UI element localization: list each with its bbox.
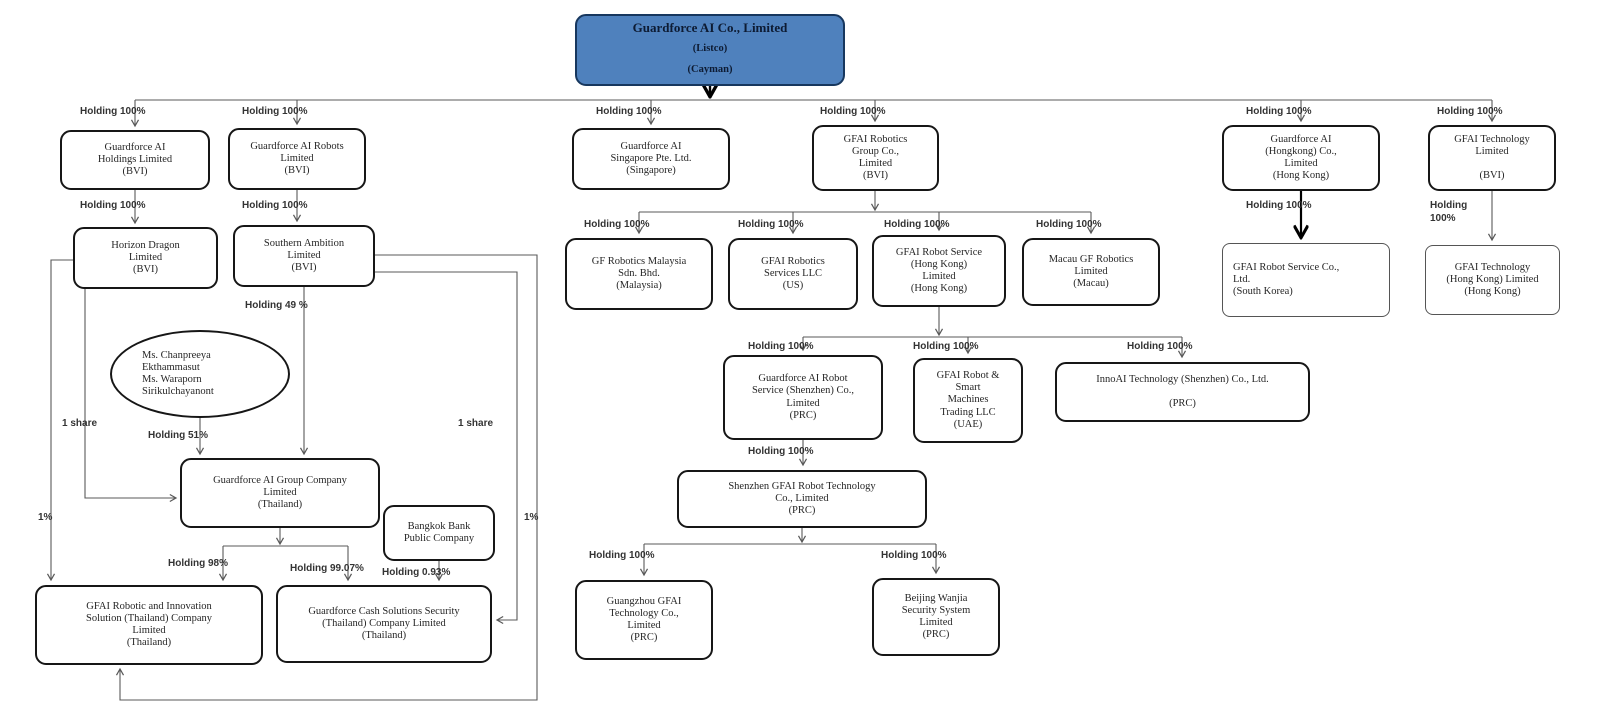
edge-label-holding: Holding 100% (1246, 200, 1312, 211)
node-label: Beijing Wanjia Security System Limited (… (901, 592, 971, 641)
node-guardforce-ai-hongkong: Guardforce AI (Hongkong) Co., Limited (H… (1222, 125, 1380, 191)
edge-label-holding: Holding 100% (1246, 106, 1312, 117)
node-label: Macau GF Robotics Limited (Macau) (1048, 253, 1134, 290)
edge-label-holding: Holding 100% (748, 341, 814, 352)
node-label: Guardforce AI Singapore Pte. Ltd. (Singa… (610, 140, 692, 177)
node-beijing-wanjia-security: Beijing Wanjia Security System Limited (… (872, 578, 1000, 656)
node-label: Guardforce AI Robot Service (Shenzhen) C… (751, 373, 855, 421)
node-bangkok-bank: Bangkok Bank Public Company (383, 505, 495, 561)
node-guardforce-ai-robot-service-shenzhen: Guardforce AI Robot Service (Shenzhen) C… (723, 355, 883, 440)
node-listco: Guardforce AI Co., Limited (Listco) (Cay… (575, 14, 845, 86)
edge-label-holding: Holding 100% (738, 219, 804, 230)
edge-label-holding: Holding 100% (884, 219, 950, 230)
node-label: Guardforce Cash Solutions Security (Thai… (308, 605, 460, 642)
node-gf-robotics-malaysia: GF Robotics Malaysia Sdn. Bhd. (Malaysia… (565, 238, 713, 310)
node-label: Ms. Chanpreeya Ekthammasut Ms. Waraporn … (142, 349, 214, 398)
node-label: GFAI Robotics Group Co., Limited (BVI) (843, 133, 908, 182)
edge-label-share: 1 share (62, 418, 98, 429)
listco-name: Guardforce AI Co., Limited (632, 20, 788, 36)
node-horizon-dragon: Horizon Dragon Limited (BVI) (73, 227, 218, 289)
edge-label-holding: Holding 100% (913, 341, 979, 352)
edge-label-holding: Holding 100% (1036, 219, 1102, 230)
edge-label-holding: Holding 49 % (245, 300, 308, 311)
node-label: Guardforce AI (Hongkong) Co., Limited (H… (1265, 133, 1337, 182)
edge-label-holding: Holding 100% (1430, 200, 1468, 224)
edge-label-holding: Holding 100% (80, 200, 146, 211)
node-gfai-robot-service-hongkong: GFAI Robot Service (Hong Kong) Limited (… (872, 235, 1006, 307)
node-gfai-technology-bvi: GFAI Technology Limited (BVI) (1428, 125, 1556, 191)
node-label: GFAI Robot Service Co., Ltd. (South Kore… (1233, 261, 1340, 298)
node-label: Southern Ambition Limited (BVI) (263, 237, 345, 274)
edge-label-holding: Holding 100% (1127, 341, 1193, 352)
listco-sub: (Listco) (Cayman) (687, 42, 733, 75)
node-label: Bangkok Bank Public Company (403, 520, 475, 544)
node-southern-ambition: Southern Ambition Limited (BVI) (233, 225, 375, 287)
node-guardforce-ai-group-thailand: Guardforce AI Group Company Limited (Tha… (180, 458, 380, 528)
edge-label-holding: Holding 100% (589, 550, 655, 561)
edge-label-share: 1 share (458, 418, 494, 429)
node-shenzhen-gfai-robot-technology: Shenzhen GFAI Robot Technology Co., Limi… (677, 470, 927, 528)
node-label: GFAI Robotic and Innovation Solution (Th… (86, 600, 212, 649)
node-guardforce-cash-solutions-thailand: Guardforce Cash Solutions Security (Thai… (276, 585, 492, 663)
edge-label-holding: Holding 100% (596, 106, 662, 117)
node-label: InnoAI Technology (Shenzhen) Co., Ltd. (… (1096, 373, 1269, 410)
edge-label-holding: Holding 100% (584, 219, 650, 230)
edge-label-holding: Holding 99.07% (290, 563, 364, 574)
edge-label-holding: Holding 100% (242, 106, 308, 117)
node-guardforce-ai-singapore: Guardforce AI Singapore Pte. Ltd. (Singa… (572, 128, 730, 190)
edge-label-holding: Holding 100% (820, 106, 886, 117)
edge-label-holding: Holding 100% (748, 446, 814, 457)
node-gfai-robot-service-south-korea: GFAI Robot Service Co., Ltd. (South Kore… (1222, 243, 1390, 317)
node-label: Guardforce AI Robots Limited (BVI) (250, 140, 344, 177)
node-guardforce-ai-robots: Guardforce AI Robots Limited (BVI) (228, 128, 366, 190)
edge-label-holding: Holding 98% (168, 558, 229, 569)
node-label: Horizon Dragon Limited (BVI) (111, 239, 180, 276)
node-label: GFAI Robot & Smart Machines Trading LLC … (936, 370, 1000, 430)
node-label: GFAI Technology (Hong Kong) Limited (Hon… (1446, 261, 1539, 298)
node-label: GFAI Technology Limited (BVI) (1454, 133, 1530, 182)
edge-label-holding: Holding 51% (148, 430, 209, 441)
node-macau-gf-robotics: Macau GF Robotics Limited (Macau) (1022, 238, 1160, 306)
node-gfai-robot-smart-machines-uae: GFAI Robot & Smart Machines Trading LLC … (913, 358, 1023, 443)
node-label: GFAI Robot Service (Hong Kong) Limited (… (895, 246, 983, 295)
node-label: Guangzhou GFAI Technology Co., Limited (… (606, 595, 682, 644)
edge-label-holding: Holding 0.93% (382, 567, 451, 578)
node-guangzhou-gfai-technology: Guangzhou GFAI Technology Co., Limited (… (575, 580, 713, 660)
node-innoai-technology-shenzhen: InnoAI Technology (Shenzhen) Co., Ltd. (… (1055, 362, 1310, 422)
edge-label-holding: Holding 100% (1437, 106, 1503, 117)
node-label: GF Robotics Malaysia Sdn. Bhd. (Malaysia… (591, 255, 687, 292)
node-gfai-robotics-group: GFAI Robotics Group Co., Limited (BVI) (812, 125, 939, 191)
node-gfai-robotic-innovation-thailand: GFAI Robotic and Innovation Solution (Th… (35, 585, 263, 665)
edge-label-holding: Holding 100% (242, 200, 308, 211)
node-label: GFAI Robotics Services LLC (US) (761, 255, 825, 292)
edge-label-share: 1% (38, 512, 53, 523)
node-label: Shenzhen GFAI Robot Technology Co., Limi… (728, 480, 876, 517)
edge-label-share: 1% (524, 512, 539, 523)
node-gfai-robotics-services-us: GFAI Robotics Services LLC (US) (728, 238, 858, 310)
node-individual-shareholders: Ms. Chanpreeya Ekthammasut Ms. Waraporn … (110, 330, 290, 418)
edge-label-holding: Holding 100% (881, 550, 947, 561)
node-guardforce-ai-holdings: Guardforce AI Holdings Limited (BVI) (60, 130, 210, 190)
node-label: Guardforce AI Group Company Limited (Tha… (213, 474, 347, 511)
edge-label-holding: Holding 100% (80, 106, 146, 117)
node-gfai-technology-hongkong: GFAI Technology (Hong Kong) Limited (Hon… (1425, 245, 1560, 315)
node-label: Guardforce AI Holdings Limited (BVI) (97, 141, 173, 178)
